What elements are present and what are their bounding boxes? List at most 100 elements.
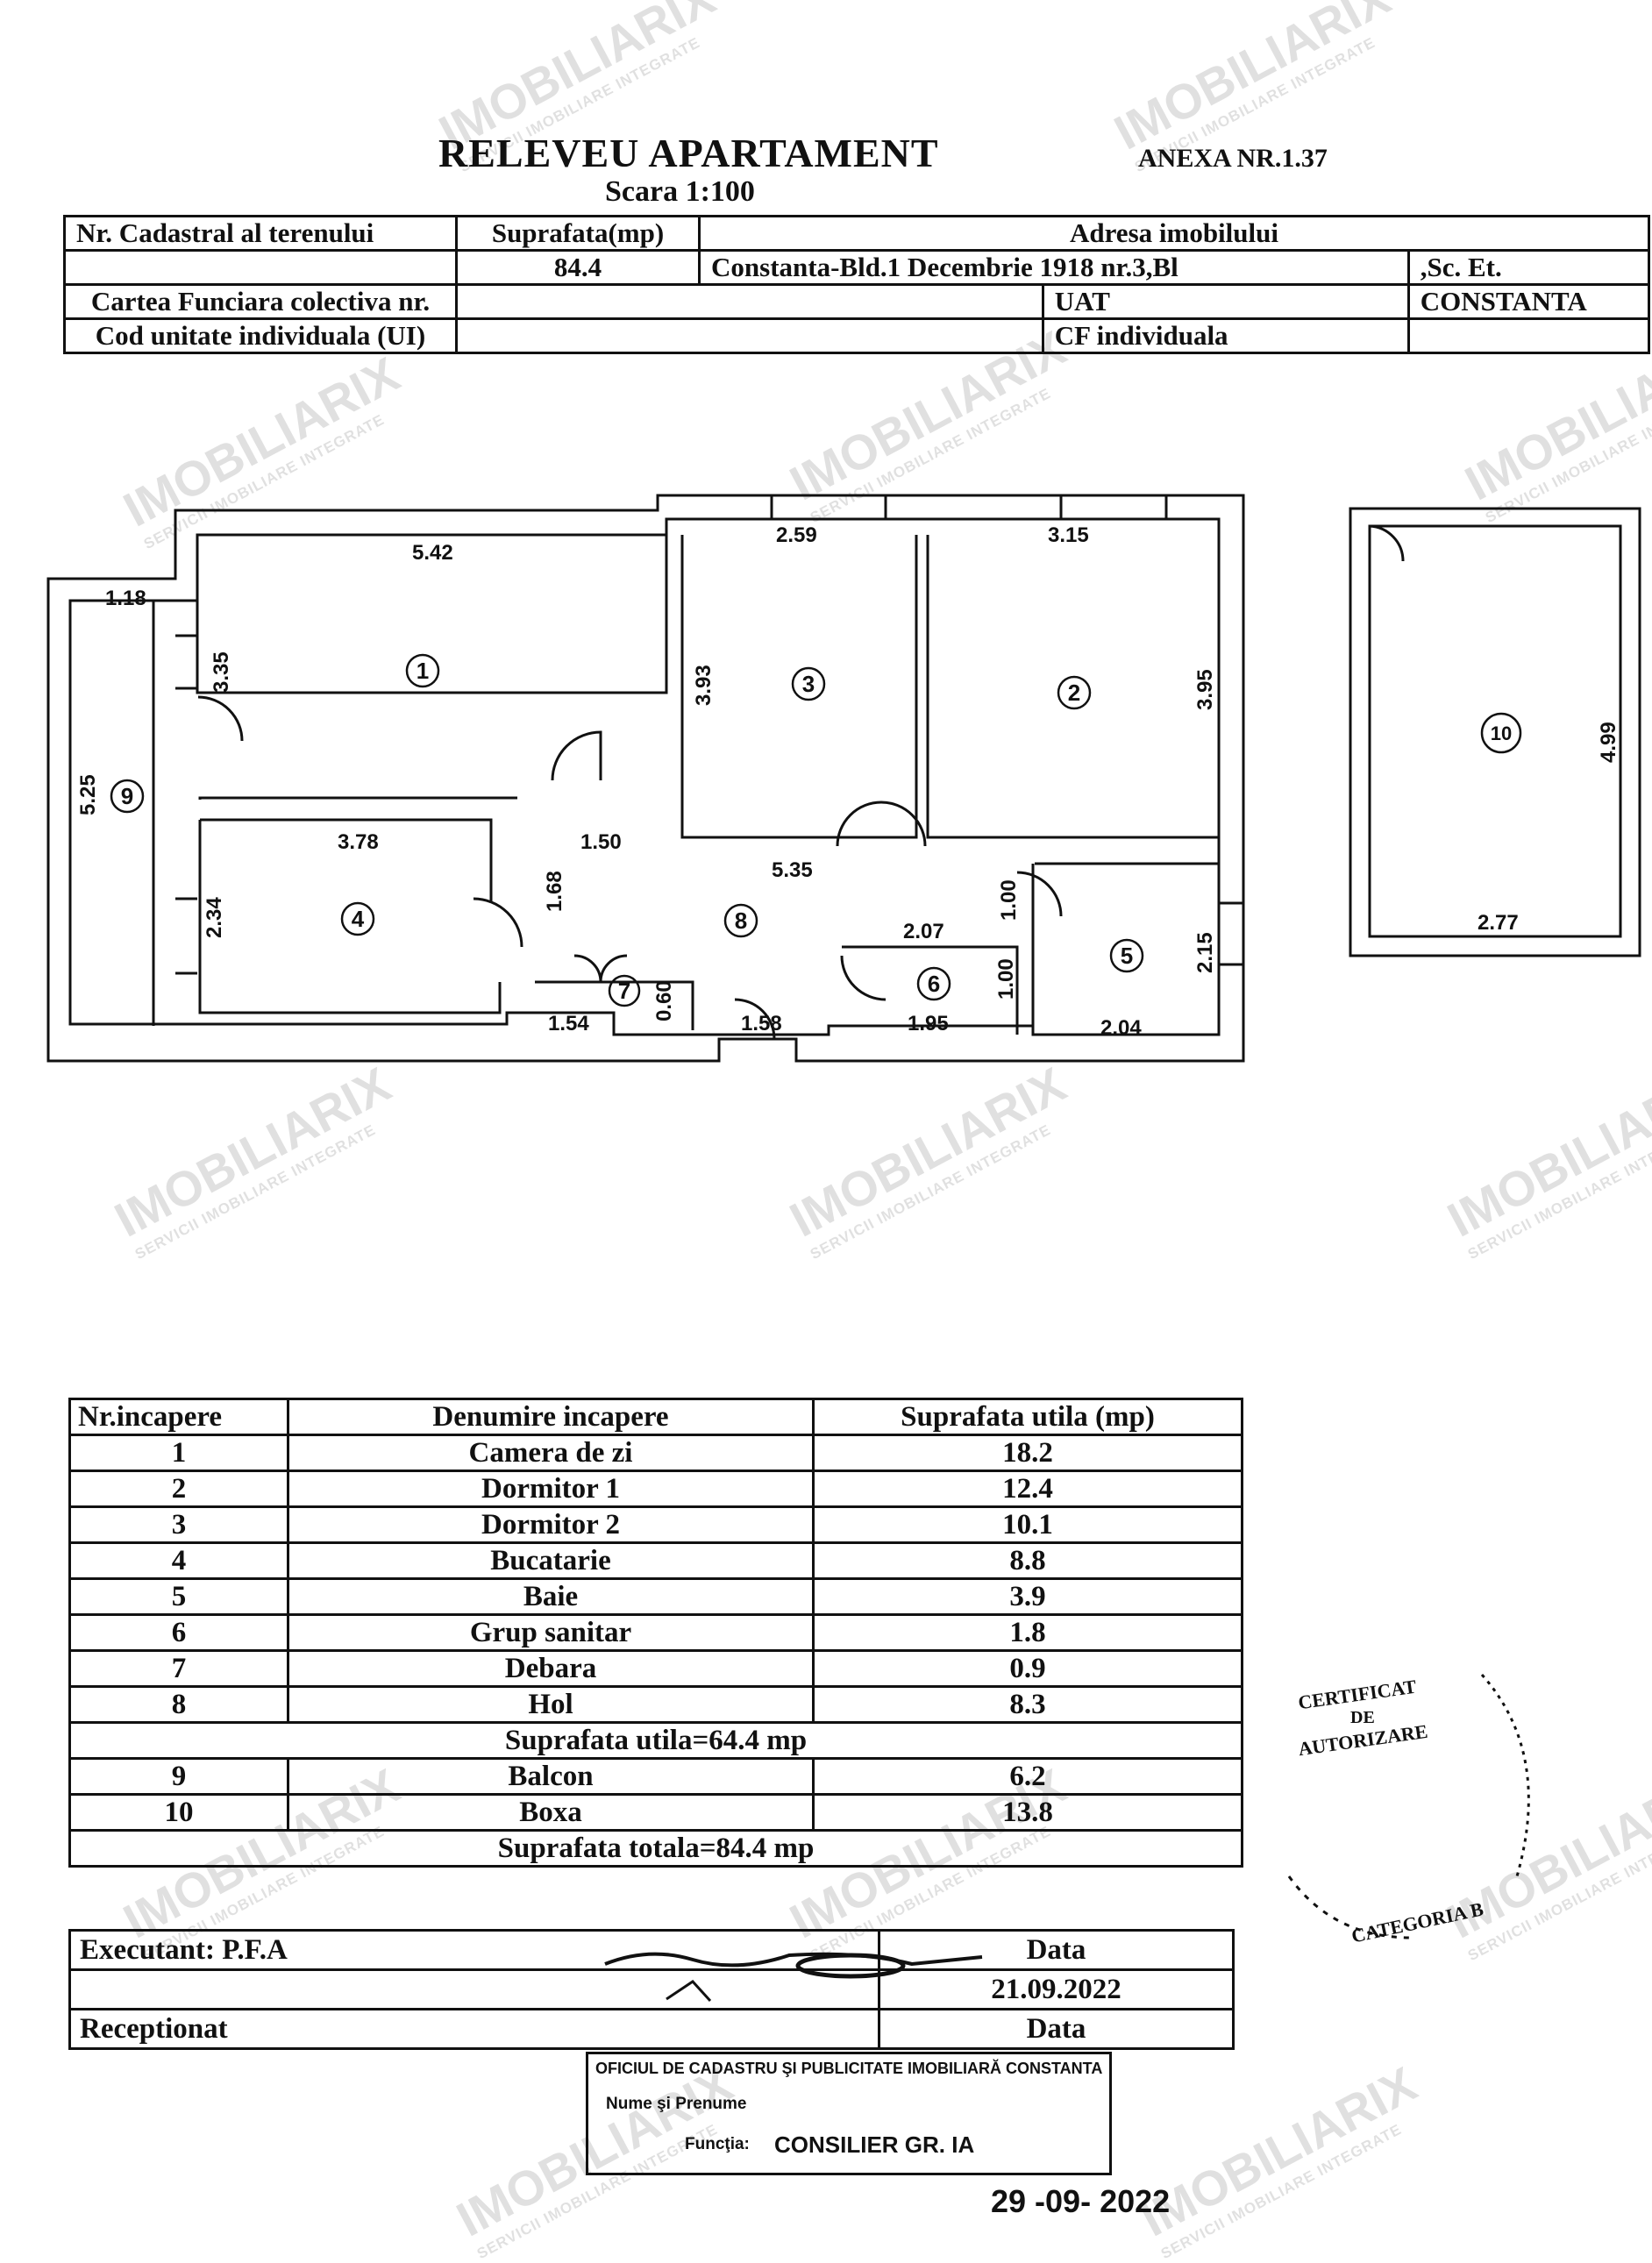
box-room-wall [1349,507,1641,957]
cell-nr: 9 [68,1757,289,1796]
cell-area: 6.2 [812,1757,1243,1796]
nume-label: Nume şi Prenume [606,2095,747,2113]
cell-nr: 8 [68,1685,289,1724]
room-number: 4 [352,906,365,932]
cell-name: Boxa [287,1793,815,1832]
suprafata-label: Suprafata(mp) [455,215,701,252]
signature-scribble [604,1952,983,2003]
table-row: 3 Dormitor 2 10.1 [68,1505,1243,1544]
cod-ui-value [455,317,1044,354]
stamp-date: 29 -09- 2022 [991,2183,1171,2219]
info-table: Nr. Cadastral al terenului Suprafata(mp)… [63,215,1651,354]
room-number: 10 [1491,722,1512,744]
cell-name: Grup sanitar [287,1613,815,1652]
dim-label: 1.50 [580,830,622,854]
cell-area: 1.8 [812,1613,1243,1652]
executant-signature [68,1968,880,2010]
col-header: Suprafata utila (mp) [812,1398,1243,1436]
table-row: 2 Dormitor 1 12.4 [68,1470,1243,1508]
dim-label: 2.07 [903,920,944,943]
cell-name: Dormitor 2 [287,1505,815,1544]
dim-label: 5.35 [772,858,813,882]
cell-area: 8.3 [812,1685,1243,1724]
footer-table: Executant: P.F.A Data 21.09.2022 Recepti… [68,1929,1235,2050]
dim-label: 1.58 [741,1012,782,1035]
room-number: 1 [417,658,429,684]
dim-label: 2.77 [1478,911,1519,935]
oficiu-title: OFICIUL DE CADASTRU ŞI PUBLICITATE IMOBI… [595,2060,1103,2077]
total-row: Suprafata totala=84.4 mp [68,1829,1243,1868]
functia-label: Funcţia: [685,2135,750,2153]
room-number: 8 [735,907,747,934]
dim-label: 2.15 [1193,932,1217,973]
dim-label: 0.60 [652,980,676,1021]
floor-plan: 5.42 2.59 3.15 1.18 3.35 3.93 3.95 5.25 … [46,494,1641,1063]
cell-name: Balcon [287,1757,815,1796]
dim-label: 2.34 [203,897,226,938]
room-number: 3 [802,671,815,697]
room-number: 5 [1121,943,1133,969]
cod-ui-label: Cod unitate individuala (UI) [63,317,458,354]
room-number: 6 [928,971,940,997]
functia-value: CONSILIER GR. IA [774,2131,975,2158]
cell-name: Debara [287,1649,815,1688]
adresa-value: Constanta-Bld.1 Decembrie 1918 nr.3,Bl [698,249,1410,286]
dim-label: 1.95 [908,1012,949,1035]
table-row: 9 Balcon 6.2 [68,1757,1243,1796]
cell-nr: 10 [68,1793,289,1832]
cell-area: 12.4 [812,1470,1243,1508]
cell-name: Baie [287,1577,815,1616]
room-number: 7 [618,978,630,1004]
nr-cadastral-value [63,249,458,286]
nr-cadastral-label: Nr. Cadastral al terenului [63,215,458,252]
cell-nr: 2 [68,1470,289,1508]
cell-nr: 1 [68,1434,289,1472]
dim-label: 1.68 [543,871,566,912]
cell-name: Dormitor 1 [287,1470,815,1508]
seal-text: DE [1350,1708,1375,1727]
dim-label: 3.95 [1193,669,1217,710]
cf-colectiva-value [455,283,1044,320]
table-row: 6 Grup sanitar 1.8 [68,1613,1243,1652]
table-row: 7 Debara 0.9 [68,1649,1243,1688]
authorization-seal: CERTIFICAT DE AUTORIZARE CATEGORIA B [1263,1648,1578,1982]
sc-et-value: ,Sc. Et. [1406,249,1651,286]
scale-label: Scara 1:100 [605,175,755,208]
dim-label: 1.00 [994,958,1018,1000]
dim-label: 4.99 [1597,722,1620,763]
cell-nr: 4 [68,1541,289,1580]
dim-label: 3.35 [210,651,233,693]
annex-label: ANEXA NR.1.37 [1138,144,1328,173]
dim-label: 1.54 [548,1012,589,1035]
col-header: Denumire incapere [287,1398,815,1436]
data-value: 21.09.2022 [878,1968,1235,2010]
data-label: Data [878,1929,1235,1971]
adresa-label: Adresa imobilului [698,215,1650,252]
receptionat-label: Receptionat [68,2008,880,2050]
document-title: RELEVEU APARTAMENT [438,131,939,175]
suprafata-value: 84.4 [455,249,701,286]
subtotal-row: Suprafata utila=64.4 mp [68,1721,1243,1760]
cell-nr: 5 [68,1577,289,1616]
dim-label: 2.04 [1100,1016,1142,1040]
cell-nr: 3 [68,1505,289,1544]
table-row: 5 Baie 3.9 [68,1577,1243,1616]
cell-name: Bucatarie [287,1541,815,1580]
cell-area: 13.8 [812,1793,1243,1832]
room-number: 9 [121,783,133,809]
cf-colectiva-label: Cartea Funciara colectiva nr. [63,283,458,320]
dim-label: 2.59 [776,523,817,547]
oficiu-stamp: OFICIUL DE CADASTRU ŞI PUBLICITATE IMOBI… [586,2052,1112,2175]
uat-label: UAT [1041,283,1410,320]
cell-area: 3.9 [812,1577,1243,1616]
cell-area: 18.2 [812,1434,1243,1472]
cell-area: 10.1 [812,1505,1243,1544]
cf-individuala-label: CF individuala [1041,317,1410,354]
rooms-table: Nr.incapere Denumire incapere Suprafata … [68,1398,1243,1868]
cell-name: Hol [287,1685,815,1724]
dim-label: 5.25 [76,774,100,815]
cell-area: 8.8 [812,1541,1243,1580]
cell-area: 0.9 [812,1649,1243,1688]
executant-label: Executant: P.F.A [68,1929,880,1971]
dim-label: 3.15 [1048,523,1089,547]
